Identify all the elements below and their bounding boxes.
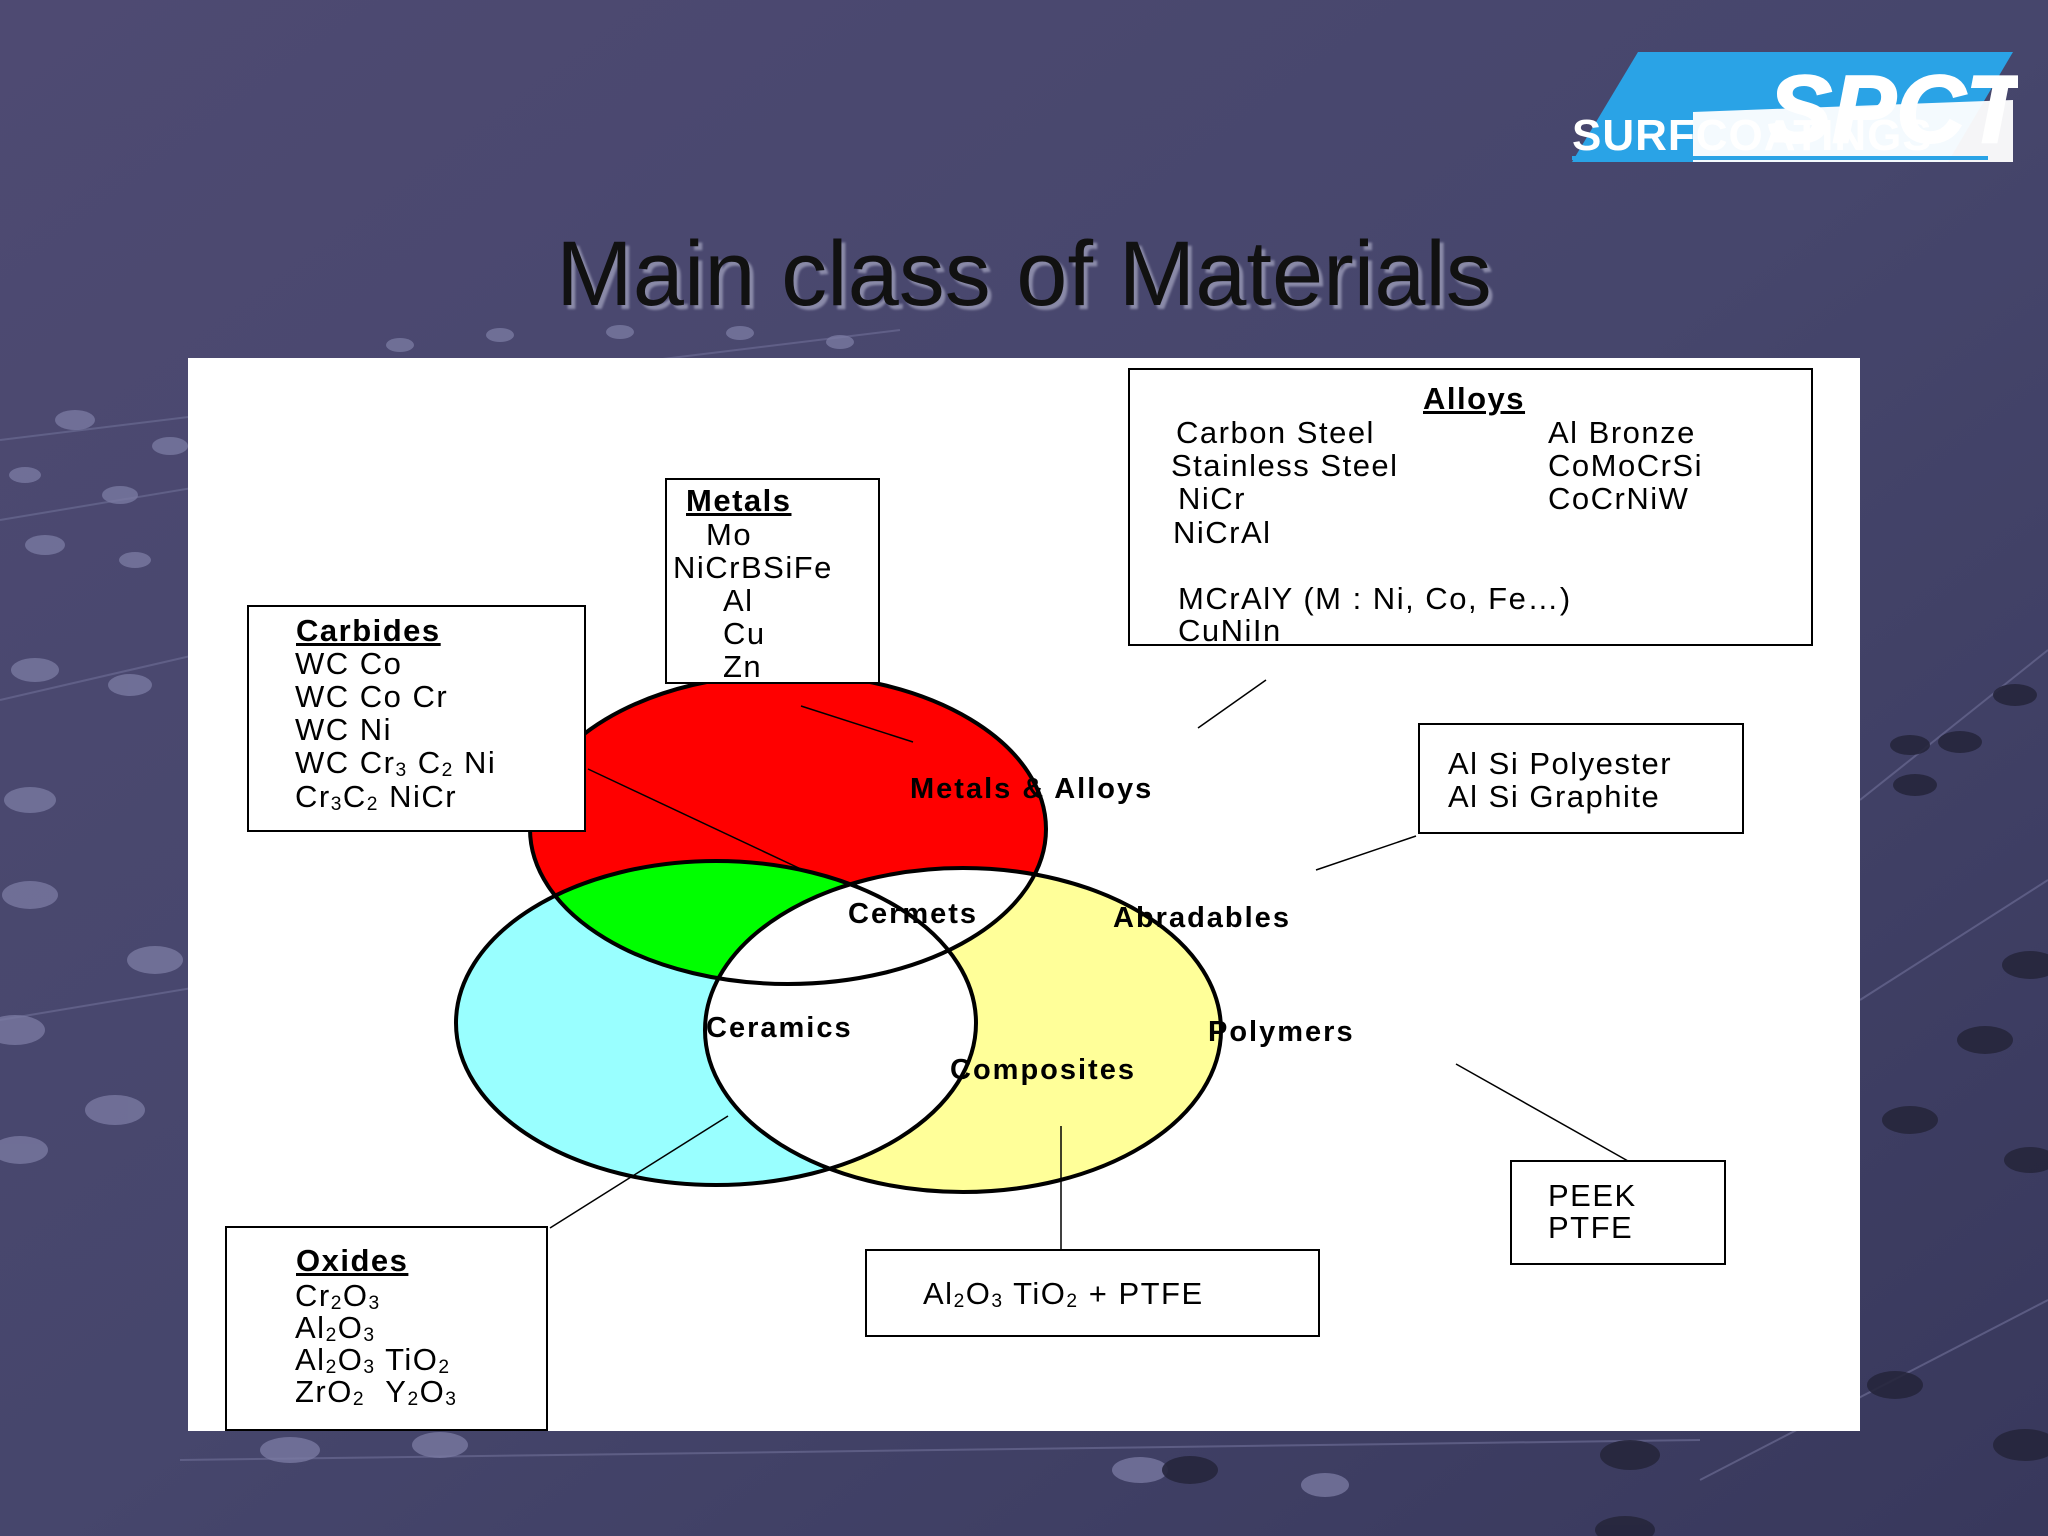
venn-diagram [454, 672, 1629, 1250]
carbides-item: WC Cr3 C2 Ni [295, 745, 497, 781]
polymers-label: Polymers [1208, 1016, 1355, 1048]
alloys-item: CuNiIn [1178, 613, 1282, 648]
alloys-item: Carbon Steel [1176, 415, 1375, 450]
leader-lines [549, 679, 1629, 1250]
polymers-item: PEEK [1548, 1178, 1637, 1213]
carbides-item: WC Ni [295, 712, 393, 747]
carbides-item: WC Co [295, 646, 403, 681]
alloys-item: CoCrNiW [1548, 481, 1690, 516]
abradables-label: Abradables [1113, 902, 1291, 934]
oxides-item: Al2O3 [295, 1310, 376, 1346]
composites-label: Composites [950, 1054, 1136, 1086]
abradables-item: Al Si Graphite [1448, 779, 1661, 814]
svg-text:SURFCOATINGS: SURFCOATINGS [1572, 111, 1933, 160]
oxides-item: Al2O3 TiO2 [295, 1342, 451, 1378]
carbides-item: Cr3C2 NiCr [295, 779, 458, 815]
abradables-item: Al Si Polyester [1448, 746, 1673, 781]
metals-box [665, 478, 880, 684]
metals-item: NiCrBSiFe [673, 550, 833, 585]
alloys-item: MCrAlY (M : Ni, Co, Fe…) [1178, 581, 1572, 616]
metals-item: Mo [706, 517, 753, 552]
ceramics-label: Ceramics [706, 1012, 853, 1044]
alloys-item: CoMoCrSi [1548, 448, 1703, 483]
metals-item: Zn [723, 649, 763, 684]
oxides-heading: Oxides [296, 1243, 409, 1278]
abradables-box [1418, 723, 1744, 834]
cermets-label: Cermets [848, 898, 979, 930]
supercoatings-logo: SPCT SURFCOATINGS [1572, 52, 2018, 164]
alloys-item: Al Bronze [1548, 415, 1696, 450]
page-title: Main class of Materials [556, 223, 1492, 325]
composites-box [865, 1249, 1320, 1337]
carbides-item: WC Co Cr [295, 679, 449, 714]
metals-item: Cu [723, 616, 766, 651]
polymers-item: PTFE [1548, 1210, 1634, 1245]
carbides-heading: Carbides [296, 613, 441, 648]
polymers-box [1510, 1160, 1726, 1265]
alloys-heading: Alloys [1423, 381, 1526, 416]
carbides-box [247, 605, 586, 832]
oxides-item: Cr2O3 [295, 1278, 381, 1314]
alloys-item: Stainless Steel [1171, 448, 1399, 483]
metals-item: Al [723, 583, 754, 618]
metals-alloys-label: Metals & Alloys [910, 773, 1154, 805]
composites-item: Al2O3 TiO2 + PTFE [923, 1276, 1204, 1312]
composites-region [705, 868, 976, 1185]
oxides-box [225, 1226, 548, 1431]
oxides-item: ZrO2 Y2O3 [295, 1374, 458, 1410]
alloys-item: NiCr [1178, 481, 1246, 516]
metals-heading: Metals [686, 483, 792, 518]
diagram-panel: Metals & Alloys Cermets Abradables Ceram… [188, 358, 1860, 1431]
alloys-item: NiCrAl [1173, 515, 1272, 550]
svg-text:SPCT: SPCT [1768, 56, 2018, 163]
alloys-box [1128, 368, 1813, 646]
